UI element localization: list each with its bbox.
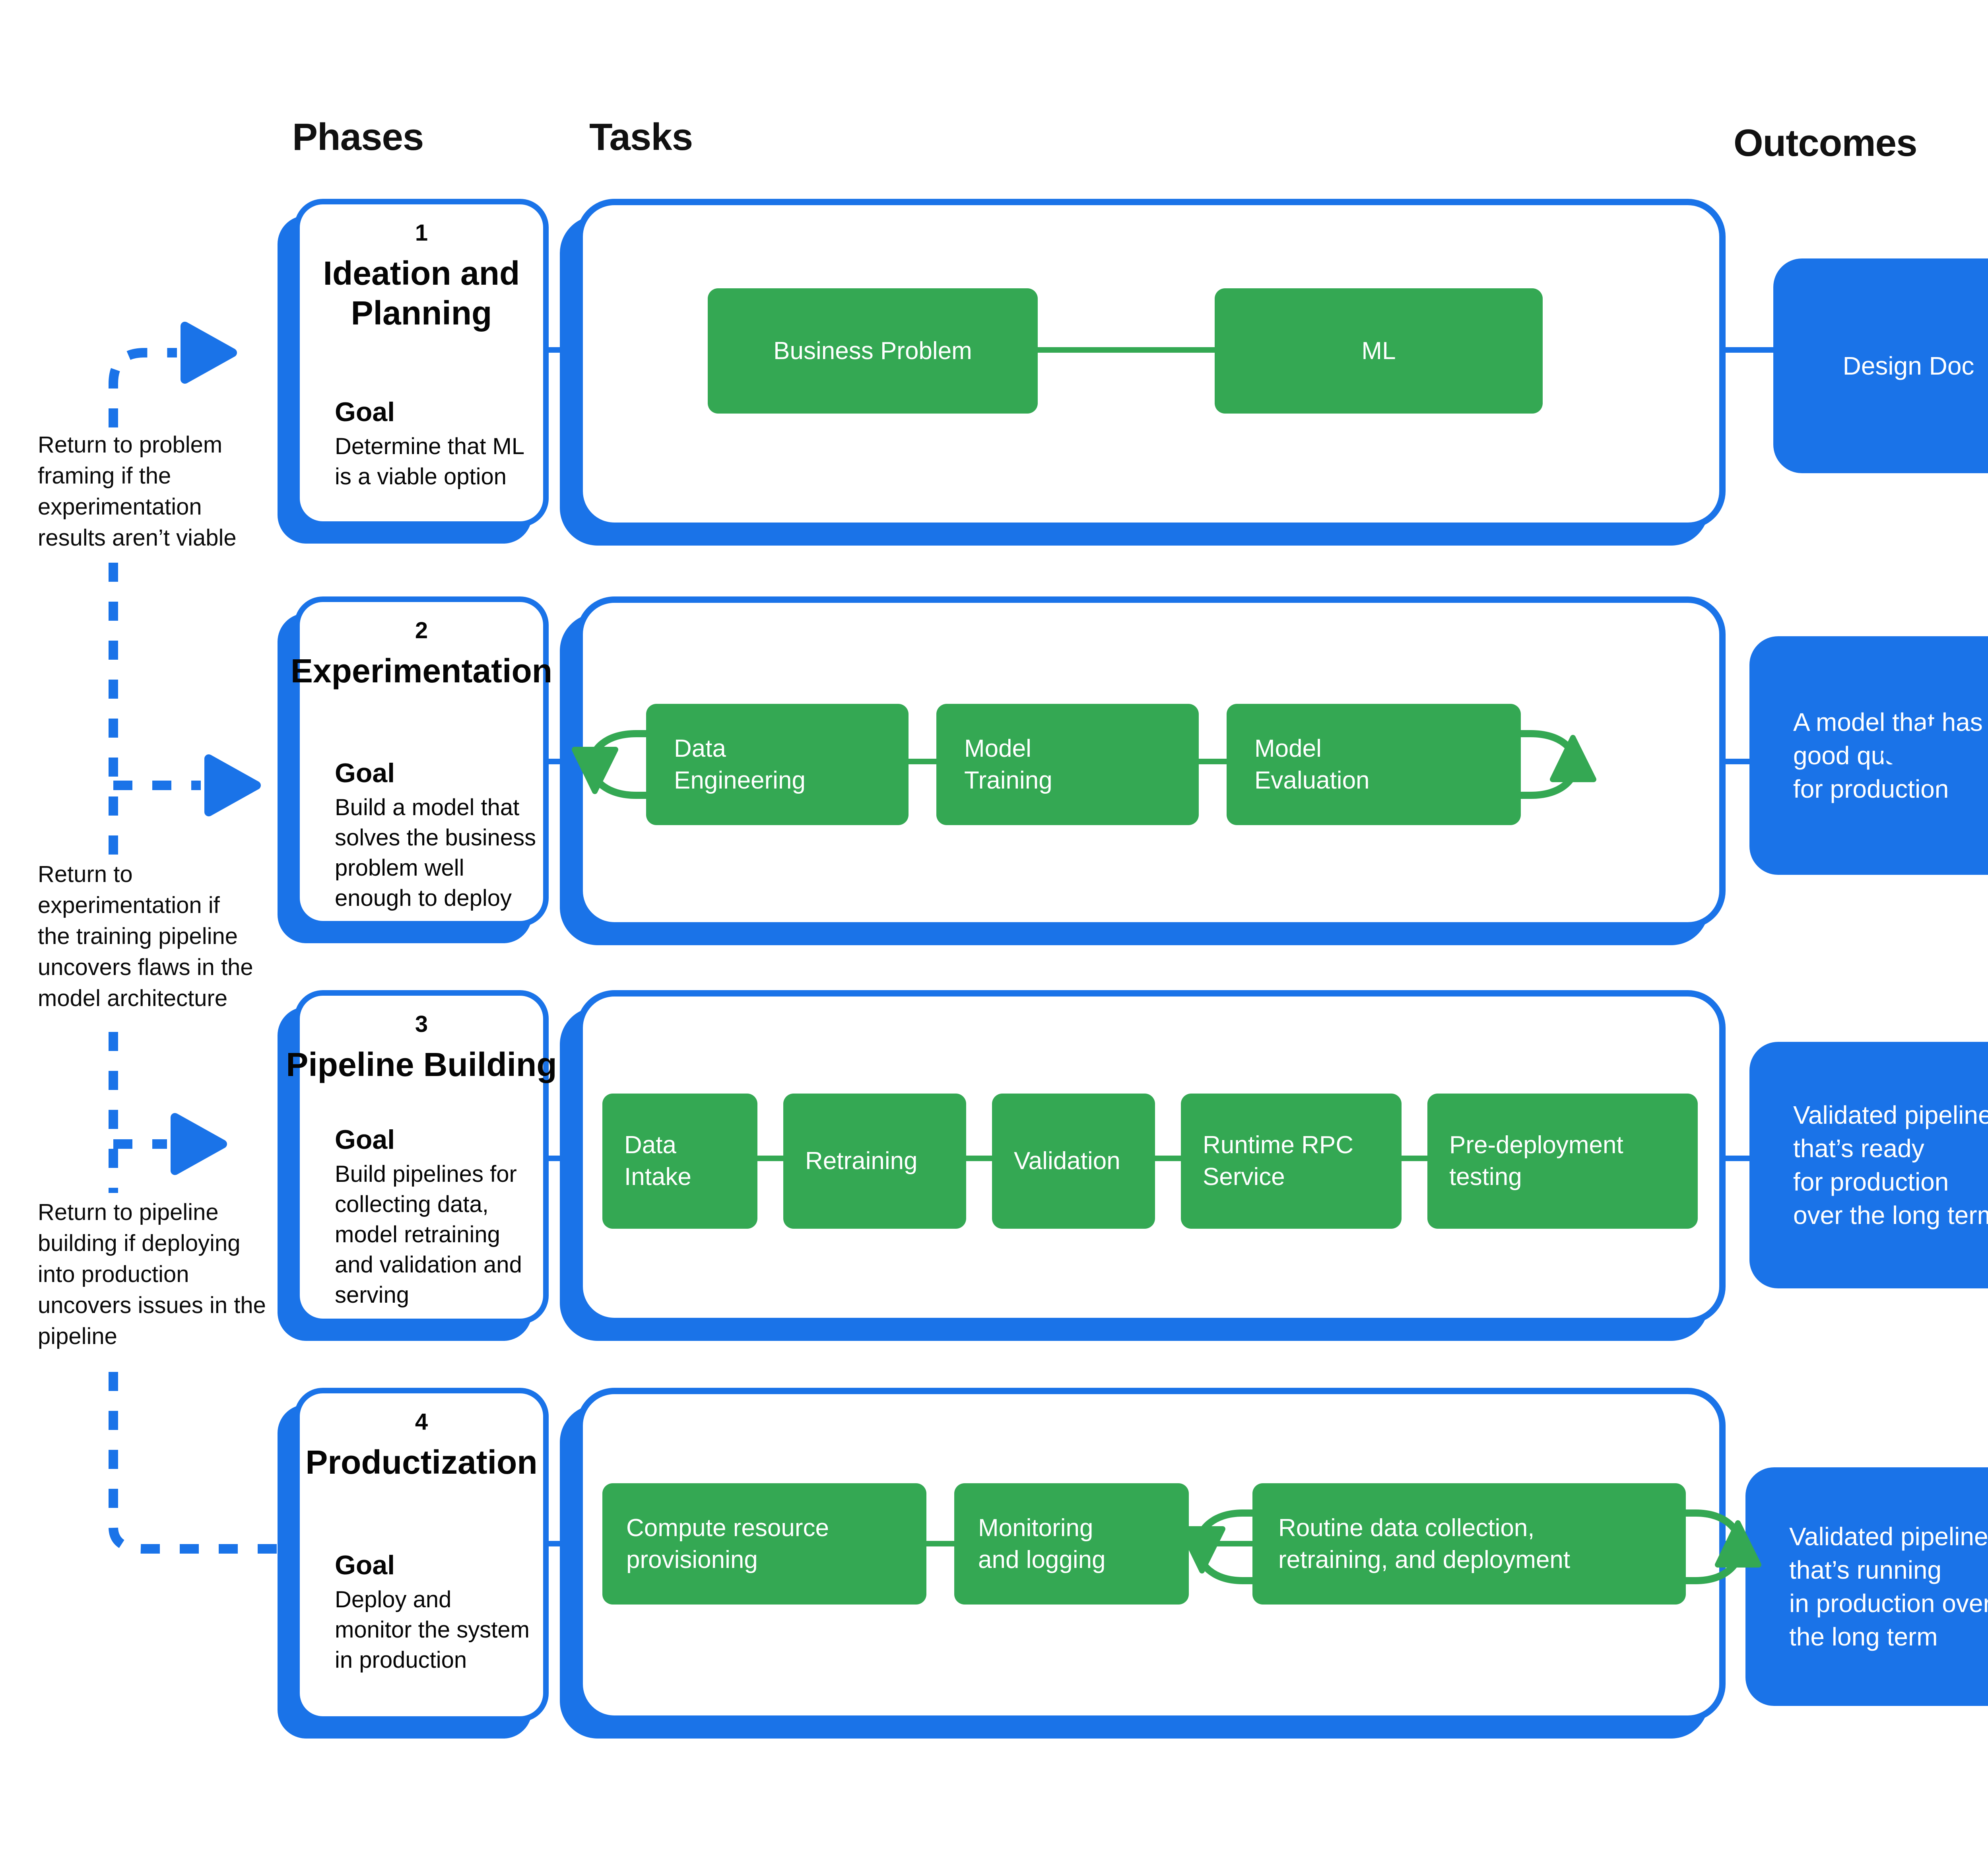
task-model-training: Model Training bbox=[936, 704, 1199, 825]
arrowhead-to-phase2 bbox=[204, 754, 261, 816]
goal-text: Build pipelines for collecting data, mod… bbox=[335, 1161, 522, 1308]
task-model-evaluation: Model Evaluation bbox=[1227, 704, 1521, 825]
task-data-intake: Data Intake bbox=[602, 1094, 757, 1229]
connector-tasks4-outcome bbox=[1726, 1541, 1745, 1546]
column-header-phases: Phases bbox=[292, 116, 424, 158]
phase-number: 2 bbox=[415, 618, 428, 643]
link-validation-rpc bbox=[1155, 1156, 1181, 1161]
phase-number: 1 bbox=[415, 220, 428, 246]
arrowhead-to-phase3 bbox=[171, 1113, 227, 1175]
phase-title: Experimentation bbox=[290, 652, 553, 690]
link-business-problem-ml bbox=[1038, 347, 1215, 353]
task-runtime-rpc-service: Runtime RPC Service bbox=[1181, 1094, 1402, 1229]
link-retraining-validation bbox=[966, 1156, 992, 1161]
link-data-eng-model-training bbox=[909, 759, 936, 764]
goal-text: Build a model that solves the business p… bbox=[335, 795, 536, 911]
connector-phase1-tasks bbox=[549, 347, 577, 353]
link-intake-retraining bbox=[757, 1156, 783, 1161]
task-routine-data-collection-retraining-deployment: Routine data collection, retraining, and… bbox=[1252, 1483, 1686, 1605]
outcome-validated-pipeline-ready: Validated pipeline that’s ready for prod… bbox=[1749, 1042, 1988, 1288]
outcome-model-good-quality: A model that has good quality for produc… bbox=[1749, 636, 1988, 875]
dotted-left-spine-to-phase4 bbox=[109, 1372, 279, 1554]
phase-card-productization: 4 Productization Goal Deploy and monitor… bbox=[294, 1388, 549, 1722]
link-rpc-predeployment bbox=[1402, 1156, 1427, 1161]
task-monitoring-and-logging: Monitoring and logging bbox=[954, 1483, 1189, 1605]
note-return-to-pipeline-building: Return to pipeline building if deploying… bbox=[38, 1199, 266, 1349]
phase-title: Ideation and Planning bbox=[323, 254, 520, 332]
note-return-to-experimentation: Return to experimentation if the trainin… bbox=[38, 861, 253, 1011]
task-retraining: Retraining bbox=[783, 1094, 966, 1229]
dotted-return-arrow-to-phase1-line bbox=[109, 348, 177, 427]
phase-title: Pipeline Building bbox=[286, 1046, 557, 1083]
outcome-design-doc: Design Doc bbox=[1773, 258, 1988, 473]
goal-label: Goal bbox=[335, 758, 395, 788]
link-monitoring-routine bbox=[1189, 1541, 1252, 1546]
connector-phase3-tasks bbox=[549, 1156, 577, 1161]
goal-label: Goal bbox=[335, 1550, 395, 1580]
task-business-problem: Business Problem bbox=[708, 288, 1038, 414]
phase-card-pipeline-building: 3 Pipeline Building Goal Build pipelines… bbox=[286, 990, 557, 1324]
task-compute-resource-provisioning: Compute resource provisioning bbox=[602, 1483, 926, 1605]
task-pre-deployment-testing: Pre-deployment testing bbox=[1427, 1094, 1698, 1229]
task-validation: Validation bbox=[992, 1094, 1155, 1229]
phase-title: Productization bbox=[305, 1443, 538, 1481]
connector-phase2-tasks bbox=[549, 759, 577, 764]
connector-tasks1-outcome bbox=[1726, 347, 1773, 353]
connector-phase4-tasks bbox=[549, 1541, 577, 1546]
task-data-engineering: Data Engineering bbox=[646, 704, 909, 825]
goal-text: Deploy and monitor the system in product… bbox=[335, 1587, 530, 1673]
link-compute-monitoring bbox=[926, 1541, 954, 1546]
goal-text: Determine that ML is a viable option bbox=[335, 433, 525, 490]
connector-tasks2-outcome bbox=[1726, 759, 1749, 764]
column-header-outcomes: Outcomes bbox=[1734, 122, 1917, 164]
arrowhead-to-phase1 bbox=[181, 322, 237, 384]
link-model-training-evaluation bbox=[1199, 759, 1227, 764]
phase-number: 4 bbox=[415, 1409, 428, 1435]
connector-tasks3-outcome bbox=[1726, 1156, 1749, 1161]
phase-card-experimentation: 2 Experimentation Goal Build a model tha… bbox=[291, 596, 552, 927]
goal-label: Goal bbox=[335, 397, 395, 427]
column-header-tasks: Tasks bbox=[589, 116, 693, 158]
note-return-to-problem-framing: Return to problem framing if the experim… bbox=[38, 432, 237, 551]
task-ml: ML bbox=[1215, 288, 1543, 414]
outcome-validated-pipeline-running: Validated pipeline that’s running in pro… bbox=[1745, 1467, 1988, 1706]
phase-number: 3 bbox=[415, 1011, 428, 1037]
goal-label: Goal bbox=[335, 1125, 395, 1155]
phase-card-ideation-planning: 1 Ideation and Planning Goal Determine t… bbox=[294, 199, 549, 527]
